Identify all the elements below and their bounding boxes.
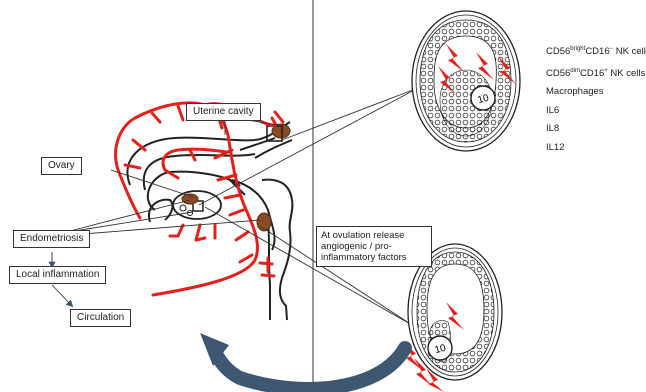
- cell-legend: CD56brightCD16− NK cell CD56dimCD16+ NK …: [546, 40, 646, 157]
- label-ovulation-release: At ovulation release angiogenic / pro-in…: [316, 226, 432, 267]
- follicle-top: 10: [412, 11, 520, 151]
- circulation-arrow: [215, 348, 405, 389]
- legend-il6: IL6: [546, 102, 646, 121]
- label-uterine-cavity: Uterine cavity: [186, 103, 261, 121]
- legend-il12: IL12: [546, 139, 646, 158]
- label-ovary: Ovary: [41, 157, 82, 175]
- label-circulation: Circulation: [70, 309, 131, 327]
- ovary-shape: [173, 191, 221, 219]
- legend-il8: IL8: [546, 120, 646, 139]
- label-endometriosis: Endometriosis: [13, 230, 90, 248]
- lesion-ovary: [182, 194, 198, 204]
- legend-macrophages: Macrophages: [546, 83, 646, 102]
- legend-nk-bright: CD56brightCD16− NK cell: [546, 40, 646, 62]
- connector-lines: [52, 88, 418, 325]
- label-local-inflammation: Local inflammation: [9, 266, 106, 284]
- legend-nk-dim: CD56dimCD16+ NK cells: [546, 62, 646, 84]
